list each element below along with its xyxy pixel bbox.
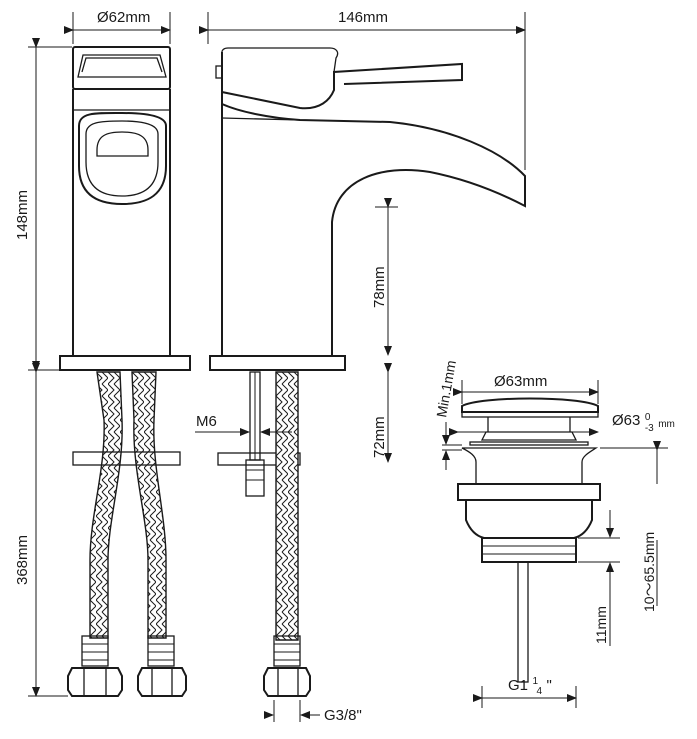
dimension-labels: Ø62mm 146mm 148mm 368mm 78mm 72mm M6 G3/… [14, 9, 675, 724]
dimension-lines [28, 12, 668, 722]
label-waste-tolerance: Ø63 0 -3 mm [612, 407, 675, 435]
front-nuts [67, 635, 187, 697]
label-waste-thread: G1 1 4 " [508, 671, 552, 698]
side-base [209, 355, 346, 371]
side-lever [221, 52, 463, 110]
waste-view [457, 397, 601, 683]
label-waste-thread-length: 11mm [593, 606, 609, 644]
side-view [209, 47, 526, 697]
label-connection-height: 72mm [371, 416, 388, 458]
side-clamp [217, 452, 301, 466]
label-hose-length: 368mm [14, 535, 31, 585]
waste-rod [517, 561, 529, 683]
waste-flange [457, 483, 601, 501]
label-hose-thread: G3/8" [324, 707, 362, 724]
label-adjust-range: 10～65.5mm [641, 532, 657, 612]
label-height: 148mm [14, 190, 31, 240]
waste-thread [481, 537, 577, 563]
label-length: 146mm [338, 9, 388, 26]
front-handle [72, 46, 171, 90]
label-waste-head-diameter: Ø63mm [494, 373, 547, 390]
front-clamp [72, 451, 181, 466]
label-thread: M6 [196, 413, 217, 430]
label-body-diameter: Ø62mm [97, 9, 150, 26]
side-body [221, 92, 526, 357]
front-view [59, 46, 191, 697]
label-min-gap: Min.1mm [433, 359, 459, 418]
front-handle-loop [78, 111, 167, 206]
front-hoses [89, 371, 167, 639]
waste-cap [461, 397, 599, 413]
front-base [59, 355, 191, 371]
label-spout-height: 78mm [371, 266, 388, 308]
